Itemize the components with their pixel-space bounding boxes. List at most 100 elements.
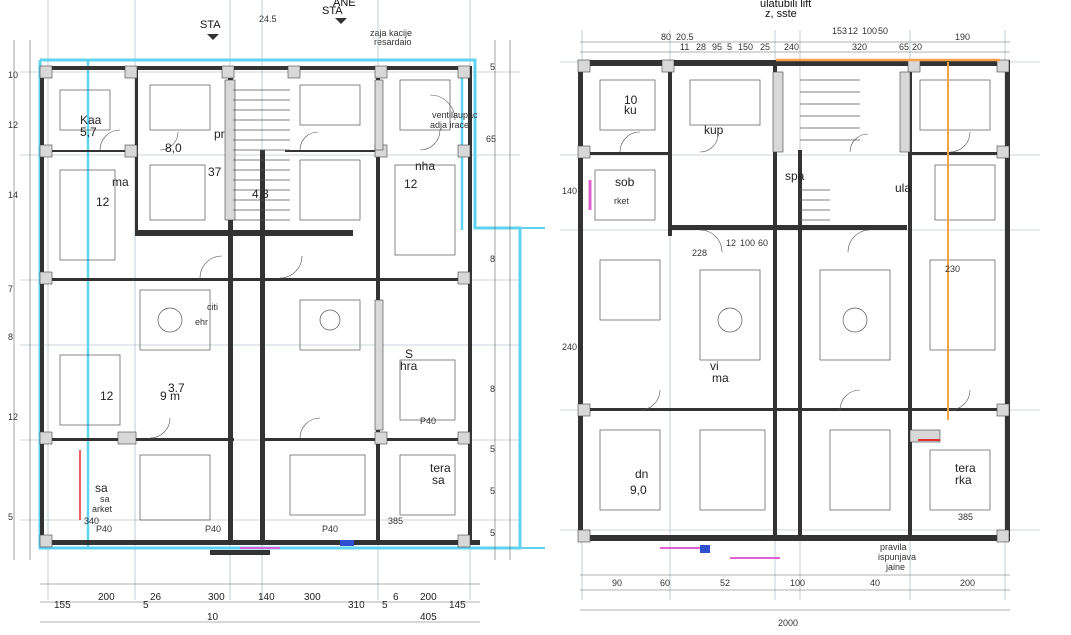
room-name: S <box>405 347 413 361</box>
dim-value: 20 <box>912 42 922 52</box>
dim-top-1: 24.5 <box>259 14 277 24</box>
left-doors <box>99 94 456 439</box>
room-name: ula <box>895 181 911 195</box>
dim-value: 6 <box>393 592 399 603</box>
room-name: 37 <box>208 165 222 179</box>
room-area: adja irace <box>430 120 469 130</box>
dim-value: 100 <box>790 578 805 588</box>
room-name: dn <box>635 467 648 481</box>
dim-value: 10 <box>207 612 219 623</box>
dim-value: 405 <box>420 612 437 623</box>
right-walls <box>578 60 1010 541</box>
room-name: nha <box>415 159 435 173</box>
room-area: hra <box>400 359 418 373</box>
dim-value: 5 <box>143 600 149 611</box>
room-area: 5,7 <box>80 125 97 139</box>
dim-value: 52 <box>720 578 730 588</box>
marker-label: P40 <box>96 524 112 534</box>
right-mid-dimensions: 12 100 60 228 230 <box>692 238 960 274</box>
dim-value: 80 <box>661 32 671 42</box>
dim-value: 310 <box>348 600 365 611</box>
room-area: rket <box>614 196 630 206</box>
dim-value: 50 <box>878 26 888 36</box>
dim-value: 12 <box>8 412 18 422</box>
dim-value: 300 <box>304 592 321 603</box>
dim-value: 155 <box>54 600 71 611</box>
room-name: ventilaupac <box>432 110 478 120</box>
stairs-arrow-b <box>335 18 347 24</box>
room-area: rka <box>955 473 972 487</box>
left-room-labels: Kaa 5,7 ma 12 pr 8,0 37 4,3 nha 12 3.7 9… <box>80 110 478 514</box>
left-floor-plan: Kaa 5,7 ma 12 pr 8,0 37 4,3 nha 12 3.7 9… <box>8 0 522 623</box>
dim-value: 320 <box>852 42 867 52</box>
dim-value: 100 <box>740 238 755 248</box>
room-area: 9 m <box>160 389 180 403</box>
dim-value: 60 <box>758 238 768 248</box>
dim-value: 100 <box>862 26 877 36</box>
dim-value: 8 <box>490 254 495 264</box>
room-name: vi <box>710 359 719 373</box>
room-area: 8,0 <box>165 141 182 155</box>
room-area: 12 <box>96 195 110 209</box>
room-name: sa <box>95 481 108 495</box>
left-markers: P40 P40 P40 P40 385 340 <box>84 416 436 534</box>
room-name: kup <box>704 123 724 137</box>
room-name: citi <box>207 302 218 312</box>
right-room-labels: ku 10 kup spa ula sob rket vi ma tera rk… <box>614 93 976 497</box>
marker-label: 140 <box>562 186 577 196</box>
right-markers: 385 140 240 2000 pravila ispunjava jaine <box>562 186 973 628</box>
marker-label: 2000 <box>778 618 798 628</box>
left-columns <box>39 65 471 548</box>
room-name: Kaa <box>80 113 102 127</box>
dim-value: 5 <box>490 62 495 72</box>
room-area: ma <box>712 371 729 385</box>
room-area: ehr <box>195 317 208 327</box>
note-label: ispunjava <box>878 552 916 562</box>
room-name: ku <box>624 103 637 117</box>
dim-value: 12 <box>726 238 736 248</box>
dim-value: 200 <box>98 592 115 603</box>
room-name: tera <box>430 461 451 475</box>
marker-label: 385 <box>958 512 973 522</box>
room-area: 12 <box>100 389 114 403</box>
dim-value: 5 <box>8 512 13 522</box>
right-stairs <box>800 79 860 221</box>
stairs-arrow-a <box>207 34 219 40</box>
dim-value: 65 <box>486 134 496 144</box>
zone-label-2: resardaio <box>374 37 412 47</box>
zone-label-1: zaja kacije <box>370 28 412 38</box>
dim-value: 12 <box>848 26 858 36</box>
dim-value: 145 <box>449 600 466 611</box>
right-top-dimensions: 80 20.5 11 28 95 5 150 25 240 320 65 20 … <box>580 26 1010 53</box>
dim-value: 5 <box>727 42 732 52</box>
dim-value: 60 <box>660 578 670 588</box>
dim-value: 140 <box>258 592 275 603</box>
room-name: pr <box>214 127 225 141</box>
dim-value: 65 <box>899 42 909 52</box>
stairs-label-a: STA <box>200 19 221 31</box>
right-furniture <box>594 79 996 511</box>
room-area: 9,0 <box>630 483 647 497</box>
dim-value: 228 <box>692 248 707 258</box>
marker-label: 340 <box>84 516 99 526</box>
room-name: ma <box>112 175 129 189</box>
left-stairs <box>233 89 290 221</box>
dim-value: 153 <box>832 26 847 36</box>
right-columns <box>577 59 1010 543</box>
left-accents <box>79 450 354 549</box>
dim-value: 11 <box>680 42 689 52</box>
top-annotations: STA ANE STA zaja kacije resardaio 24.5 u… <box>200 0 970 47</box>
dim-value: 95 <box>712 42 722 52</box>
room-area: 4,3 <box>252 187 269 201</box>
dim-value: 5 <box>490 528 495 538</box>
marker-label: P40 <box>205 524 221 534</box>
dim-value: 25 <box>760 42 770 52</box>
marker-label: 385 <box>388 516 403 526</box>
room-name: sob <box>615 175 635 189</box>
right-floor-plan: ku 10 kup spa ula sob rket vi ma tera rk… <box>520 26 1040 628</box>
note-label: jaine <box>885 562 905 572</box>
dim-value: 5 <box>382 600 388 611</box>
dim-value: 20.5 <box>676 32 694 42</box>
marker-label: 240 <box>562 342 577 352</box>
